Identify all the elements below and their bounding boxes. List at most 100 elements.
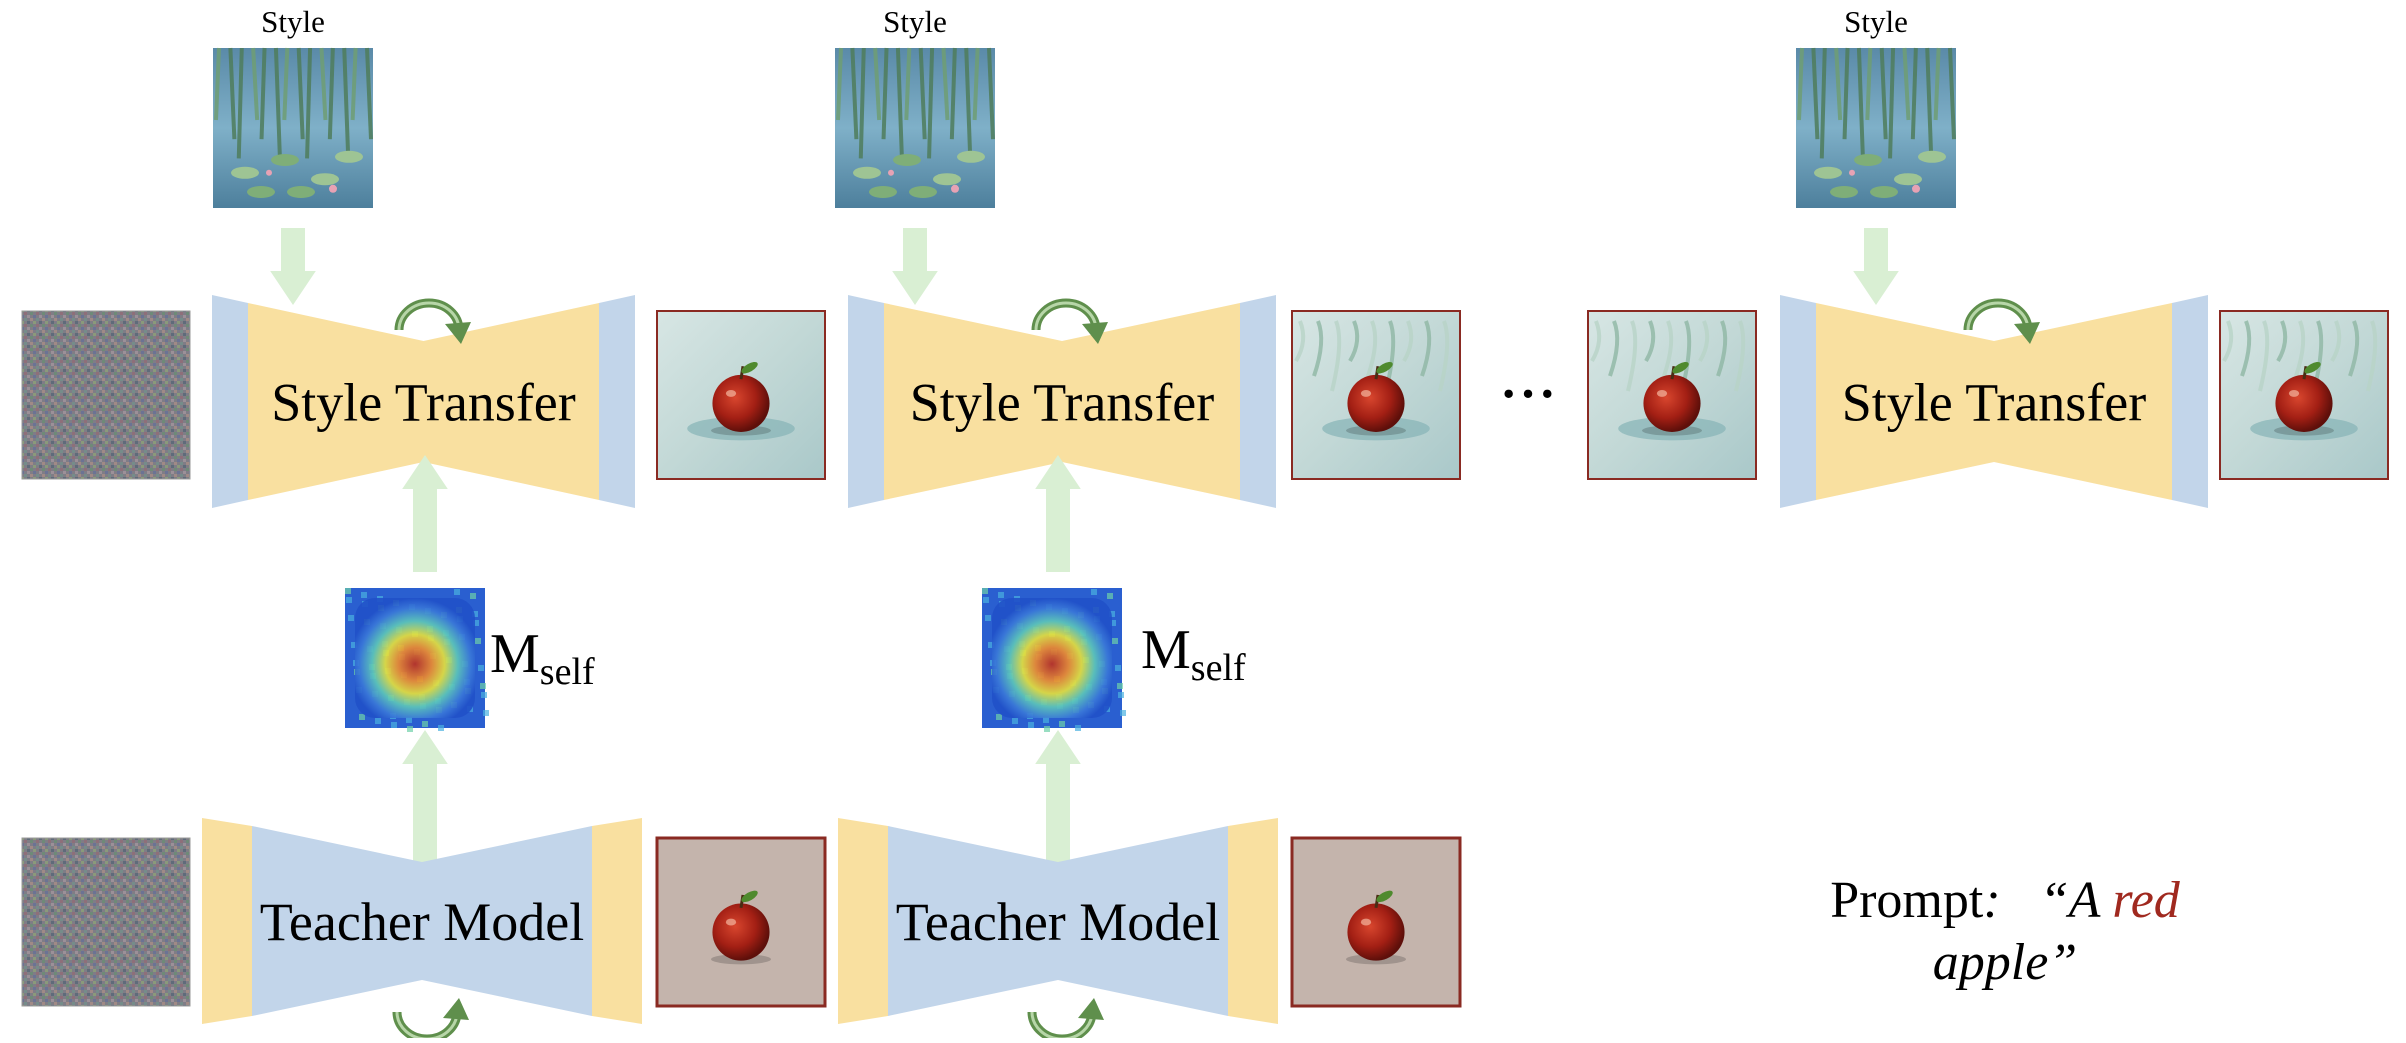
- style-transfer-block-1-body: [248, 303, 599, 500]
- style-image-1-stroke: [228, 47, 237, 140]
- style-transfer-block-1-left-bar: [212, 295, 248, 508]
- mself-heatmap-2-speckle: [1075, 725, 1081, 731]
- style-image-3-pad: [1894, 173, 1922, 186]
- styled-output-1-apple-body: [712, 374, 770, 432]
- cycle-arrow-st1-head: [445, 322, 471, 344]
- style-image-2-flower: [951, 184, 959, 193]
- mself-heatmap-1-blob: [355, 598, 475, 718]
- mself-heatmap-2-speckle: [985, 615, 991, 621]
- style-image-2-stroke: [972, 47, 980, 121]
- cycle-arrow-st2-inner: [1034, 301, 1098, 331]
- style-image-2-pad: [869, 186, 897, 198]
- style-transfer-block-1-label: Style Transfer: [271, 373, 576, 433]
- mself-heatmap-2-speckle: [996, 714, 1002, 720]
- mself-heatmap-1-speckle: [472, 611, 478, 617]
- teacher-model-block-2: Teacher Model: [838, 818, 1278, 1024]
- style-image-3-stroke: [1811, 47, 1820, 140]
- style-arrow-1: [270, 228, 316, 305]
- style-image-2-stroke: [836, 47, 843, 121]
- noise-input-teacher-1: [21, 837, 191, 1007]
- style-transfer-block-2-body: [884, 303, 1240, 500]
- style-transfer-block-2-right-bar: [1240, 295, 1276, 508]
- styled-output-2-apple-body: [1347, 374, 1405, 432]
- style-image-1-pad: [311, 173, 339, 186]
- style-image-1-stroke: [236, 47, 244, 159]
- style-label-1: Style: [261, 4, 325, 39]
- mself-heatmap-2-speckle: [1028, 722, 1034, 728]
- style-image-3-stroke: [1948, 47, 1956, 140]
- mself-heatmap-2-speckle: [1117, 683, 1123, 689]
- style-transfer-block-3-label: Style Transfer: [1842, 373, 2147, 433]
- style-image-1-stroke: [305, 47, 313, 159]
- cycle-arrow-st3-inner: [1966, 301, 2030, 331]
- style-transfer-block-1: Style Transfer: [212, 295, 635, 508]
- cycle-arrow-t1-head: [443, 998, 469, 1020]
- teacher-output-1-apple-leaf: [741, 890, 758, 903]
- style-arrow-2: [892, 228, 938, 305]
- teacher-output-1-apple-highlight: [725, 918, 737, 926]
- mself-heatmap-1-speckle: [475, 638, 481, 644]
- style-image-3-stroke: [1933, 47, 1941, 121]
- mself-heatmap-1-speckle: [407, 726, 413, 732]
- style-image-3-stroke: [1834, 47, 1843, 121]
- style-image-1-stroke: [342, 47, 351, 159]
- style-image-2-stroke: [964, 47, 973, 159]
- style-transfer-block-3-right-bar: [2172, 295, 2208, 508]
- styled-output-2: [1291, 310, 1461, 480]
- styled-output-final-brush: [2222, 320, 2234, 363]
- teacher-output-1-bg: [655, 836, 827, 1008]
- styled-output-final-apple-highlight: [2288, 389, 2300, 397]
- cycle-arrow-st1-inner: [397, 301, 461, 331]
- mself-heatmap-1: [345, 588, 489, 732]
- style-image-1-stroke: [350, 47, 358, 121]
- style-image-1-pad: [287, 186, 315, 198]
- teacher-model-block-2-body: [888, 826, 1228, 1016]
- teacher-model-block-2-right-bar: [1228, 818, 1278, 1024]
- style-image-3-stroke: [1902, 47, 1911, 121]
- mself-heatmap-1-speckle: [375, 718, 381, 724]
- style-label-2: Style: [883, 4, 947, 39]
- mself-heatmap-1-speckle: [351, 642, 357, 648]
- mself-heatmap-1-speckle: [438, 725, 444, 731]
- styled-output-n-1-brush: [1608, 320, 1620, 377]
- teacher-model-block-1: Teacher Model: [202, 818, 642, 1024]
- style-image-3-stroke: [1879, 47, 1888, 140]
- style-image-3-pad: [1870, 186, 1898, 198]
- style-image-2-stroke: [850, 47, 859, 140]
- mself-heatmap-1-speckle: [345, 588, 351, 594]
- teacher-output-1: [655, 836, 827, 1008]
- mself-heatmap-1-speckle: [470, 593, 476, 599]
- styled-output-2-brush: [1438, 320, 1450, 392]
- style-image-3-stroke: [1819, 47, 1827, 159]
- style-transfer-block-2-left-bar: [848, 295, 884, 508]
- style-image-2-stroke: [858, 47, 866, 159]
- style-arrow-3: [1853, 228, 1899, 305]
- style-transfer-block-3: Style Transfer: [1780, 295, 2208, 508]
- teacher-output-2-apple-body: [1347, 903, 1405, 961]
- mself-heatmap-2-speckle: [983, 597, 989, 603]
- styled-output-n-1-brush: [1644, 320, 1656, 363]
- style-image-2-stroke: [873, 47, 882, 121]
- style-image-1-pad: [231, 166, 259, 179]
- style-image-3-stroke: [1888, 47, 1896, 159]
- teacher-output-2-apple-leaf: [1376, 890, 1393, 903]
- style-image-1-flower: [266, 169, 272, 176]
- style-image-1-stroke: [282, 47, 290, 121]
- mself-heatmap-2-speckle: [998, 592, 1004, 598]
- mself-heatmap-2-blob: [992, 598, 1112, 718]
- prompt-text: Prompt: “A red apple”: [1830, 872, 2180, 991]
- style-image-1-stroke: [214, 47, 221, 121]
- mself-heatmap-2-speckle: [1012, 718, 1018, 724]
- mself-heatmap-2-speckle: [1044, 726, 1050, 732]
- mself-heatmap-1-speckle: [406, 717, 412, 723]
- style-transfer-block-3-body: [1816, 303, 2172, 500]
- mself-heatmap-1-speckle: [361, 592, 367, 598]
- mself-heatmap-1-speckle: [359, 714, 365, 720]
- mself-heatmap-2-speckle: [1107, 593, 1113, 599]
- style-image-2-stroke: [941, 47, 950, 121]
- styled-output-n-1-brush: [1698, 320, 1710, 363]
- styled-output-2-apple-highlight: [1360, 389, 1372, 397]
- mself-heatmap-1-speckle: [473, 620, 479, 626]
- style-image-2-pad: [853, 166, 881, 179]
- mself-heatmap-1-speckle: [478, 665, 484, 671]
